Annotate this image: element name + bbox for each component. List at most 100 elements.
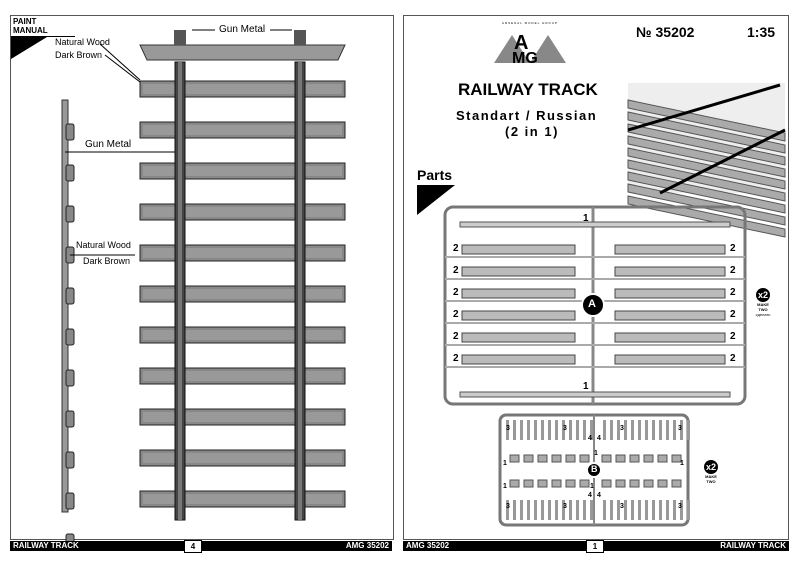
part-2	[461, 332, 576, 343]
rail-head	[178, 62, 182, 520]
rail-3d	[627, 83, 781, 132]
svg-text:A: A	[514, 32, 528, 54]
part-label: 3	[678, 425, 682, 432]
part-label: 3	[620, 425, 624, 432]
part-label: 4	[597, 435, 601, 442]
page-number: 1	[586, 540, 604, 553]
side-rail	[61, 99, 69, 513]
left-footer: RAILWAY TRACK 4 AMG 35202	[10, 540, 392, 553]
part-label-2: 2	[453, 309, 459, 320]
footer-code: AMG 35202	[406, 541, 450, 550]
side-sleeper	[65, 410, 75, 428]
parts-triangle	[417, 185, 455, 215]
sleeper-top	[143, 330, 342, 340]
part-3	[659, 420, 662, 440]
part-3	[624, 500, 627, 520]
part-3	[666, 420, 669, 440]
part-3	[617, 420, 620, 440]
part-1-small	[537, 454, 548, 463]
part-label: 3	[563, 503, 567, 510]
label-gun-metal-top: Gun Metal	[219, 24, 266, 35]
rail-3d	[659, 128, 786, 195]
part-label: 1	[590, 483, 594, 490]
paint-manual-label: PAINT MANUAL	[11, 16, 75, 37]
part-1-small	[615, 454, 626, 463]
part-3	[638, 420, 641, 440]
part-1-small	[565, 479, 576, 488]
sleeper-top	[143, 207, 342, 217]
part-3	[617, 500, 620, 520]
sprue-a-marker	[581, 293, 605, 317]
part-3	[506, 500, 509, 520]
part-1-small	[601, 454, 612, 463]
sleeper-top	[143, 289, 342, 299]
part-3	[555, 420, 558, 440]
part-label: 4	[597, 492, 601, 499]
part-3	[569, 500, 572, 520]
part-label-2: 2	[453, 331, 459, 342]
footer-code: AMG 35202	[345, 541, 389, 550]
part-label: 1	[680, 460, 684, 467]
part-label: 1	[594, 450, 598, 457]
part-3	[506, 420, 509, 440]
scale: 1:35	[747, 24, 776, 40]
part-1-small	[643, 479, 654, 488]
part-3	[548, 420, 551, 440]
make-two-badge-b: x2 MAKE TWO	[700, 460, 722, 484]
sleeper-top	[143, 84, 342, 94]
part-label: 4	[588, 492, 592, 499]
side-sleeper	[65, 328, 75, 346]
side-sleeper	[65, 164, 75, 182]
part-label: 3	[506, 425, 510, 432]
sleeper-3d	[627, 171, 786, 214]
part-label: 3	[563, 425, 567, 432]
part-2	[614, 266, 726, 277]
part-1-small	[509, 479, 520, 488]
side-sleeper	[65, 492, 75, 510]
part-label-1: 1	[583, 381, 589, 392]
part-3	[603, 420, 606, 440]
sleeper-top	[143, 371, 342, 381]
part-3	[652, 420, 655, 440]
part-label: 1	[503, 460, 507, 467]
x2-icon: x2	[756, 288, 770, 302]
part-2	[461, 354, 576, 365]
part-3	[603, 500, 606, 520]
part-3	[673, 420, 676, 440]
part-3	[687, 420, 690, 440]
part-3	[562, 500, 565, 520]
sleeper-top	[143, 166, 342, 176]
sleeper-3d	[627, 99, 786, 142]
header-triangle	[11, 37, 47, 59]
part-2	[461, 244, 576, 255]
part-1-small	[643, 454, 654, 463]
paint-manual-header: PAINT MANUAL	[11, 16, 75, 59]
sleeper-3d	[627, 111, 786, 154]
rail-chair-top	[294, 30, 306, 45]
page-number: 4	[184, 540, 202, 553]
product-title: RAILWAY TRACK	[458, 80, 598, 99]
arrow-line	[99, 43, 141, 81]
part-label-1: 1	[583, 213, 589, 224]
part-2	[614, 332, 726, 343]
catalog-number: № 35202	[636, 24, 695, 40]
side-sleeper	[65, 123, 75, 141]
part-1-small	[671, 454, 682, 463]
arrow-line	[104, 54, 141, 83]
part-3	[659, 500, 662, 520]
part-1-small	[537, 479, 548, 488]
side-sleeper	[65, 369, 75, 387]
part-3	[590, 420, 593, 440]
part-3	[624, 420, 627, 440]
part-label-2: 2	[730, 331, 736, 342]
part-3	[631, 500, 634, 520]
product-subtitle: Standart / Russian	[456, 108, 598, 123]
part-1-small	[657, 454, 668, 463]
part-2	[614, 244, 726, 255]
sleeper-top	[143, 453, 342, 463]
part-1-small	[509, 454, 520, 463]
part-1-small	[579, 479, 590, 488]
part-3	[610, 500, 613, 520]
sleeper-3d	[627, 159, 786, 202]
top-sleeper	[139, 44, 346, 61]
